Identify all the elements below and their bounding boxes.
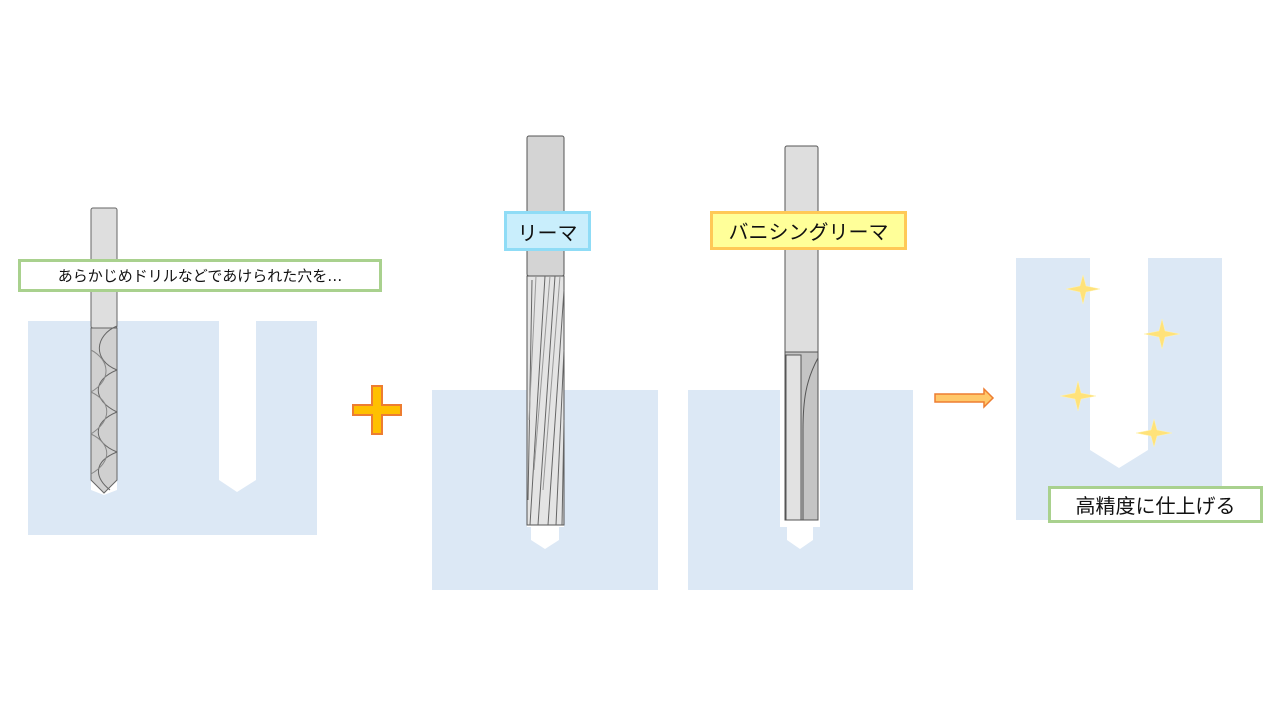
sparkle-icon	[1065, 274, 1101, 305]
result-label: 高精度に仕上げる	[1048, 486, 1263, 523]
burnishing-workpiece	[688, 390, 913, 590]
drill-icon	[90, 207, 118, 494]
sparkle-icon	[1135, 418, 1173, 448]
reamer-icon	[526, 135, 565, 526]
sparkle-icon	[1143, 318, 1181, 350]
reamer-label: リーマ	[504, 211, 591, 251]
drilled-workpiece	[28, 321, 317, 535]
reamer-workpiece	[432, 390, 658, 590]
finished-workpiece	[1016, 258, 1222, 520]
sparkle-icons	[1059, 274, 1181, 448]
plus-icon	[352, 385, 402, 435]
burnishing-reamer-icon	[784, 145, 819, 521]
pre-drilled-label: あらかじめドリルなどであけられた穴を…	[18, 259, 382, 292]
arrow-right-icon	[934, 387, 995, 409]
sparkle-icon	[1059, 380, 1097, 412]
burnishing-reamer-label: バニシングリーマ	[710, 211, 907, 250]
